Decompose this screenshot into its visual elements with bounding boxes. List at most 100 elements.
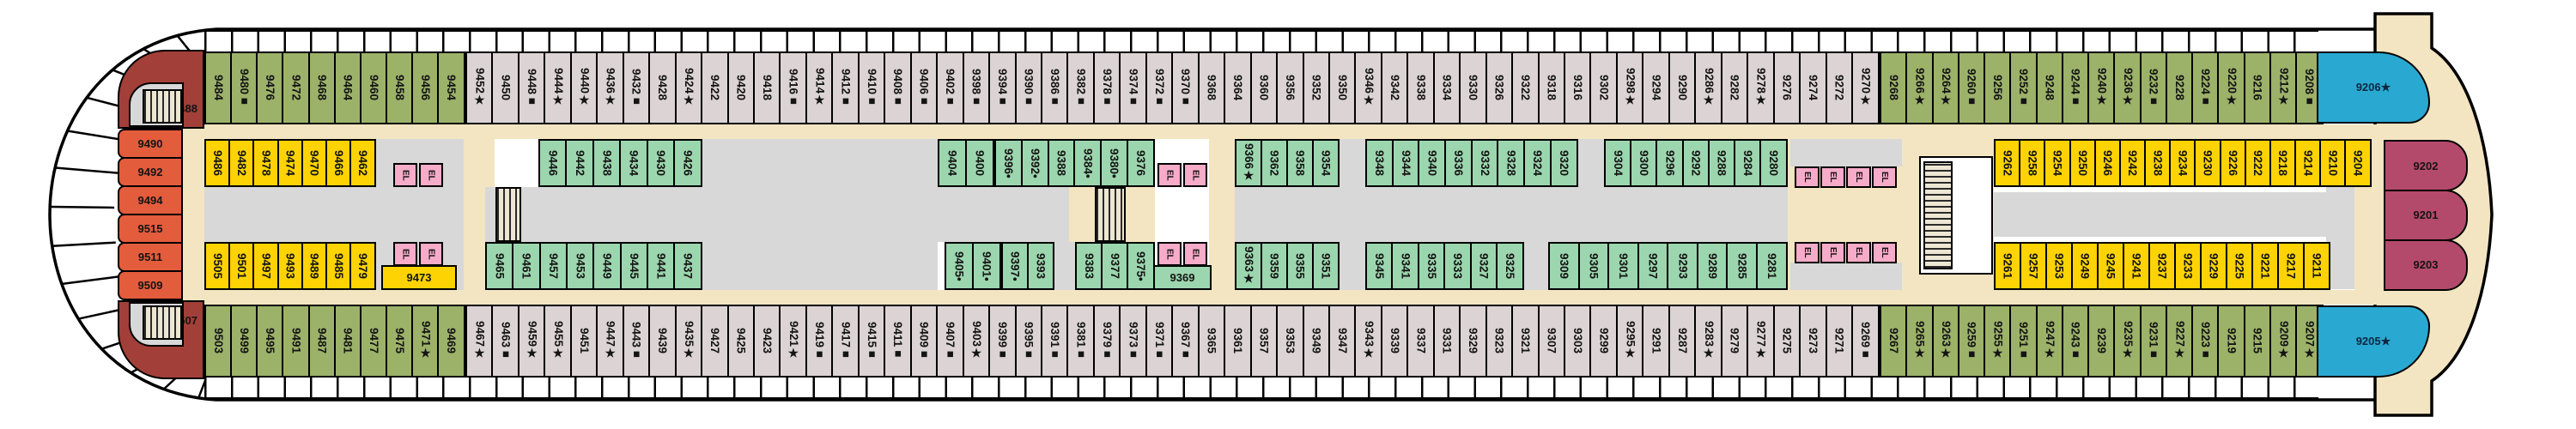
cabin-9393[interactable]: 9393 [1026, 242, 1054, 290]
cabin-9346[interactable]: 9346★ [1354, 51, 1383, 124]
cabin-9401[interactable]: 9401• [971, 242, 1001, 290]
cabin-9428[interactable]: 9428 [648, 51, 677, 124]
cabin-9224[interactable]: 9224■ [2191, 51, 2220, 124]
cabin-9334[interactable]: 9334 [1432, 51, 1461, 124]
cabin-9243[interactable]: 9243■ [2061, 305, 2090, 378]
cabin-9267[interactable]: 9267 [1880, 305, 1908, 378]
cabin-9365[interactable]: 9365 [1197, 305, 1226, 378]
cabin-9274[interactable]: 9274 [1799, 51, 1828, 124]
cabin-9382[interactable]: 9382■ [1066, 51, 1096, 124]
cabin-9288[interactable]: 9288 [1707, 139, 1736, 187]
cabin-9254[interactable]: 9254 [2044, 139, 2072, 187]
cabin-9409[interactable]: 9409■ [909, 305, 939, 378]
cabin-9359[interactable]: 9359 [1260, 242, 1289, 290]
cabin-9353[interactable]: 9353 [1276, 305, 1304, 378]
cabin-9441[interactable]: 9441 [646, 242, 676, 290]
cabin-9341[interactable]: 9341 [1391, 242, 1420, 290]
cabin-9370[interactable]: 9370■ [1171, 51, 1200, 124]
cabin-9400[interactable]: 9400 [964, 139, 994, 187]
cabin-9416[interactable]: 9416■ [779, 51, 808, 124]
cabin-9245[interactable]: 9245 [2096, 242, 2125, 290]
cabin-9367[interactable]: 9367■ [1171, 305, 1200, 378]
cabin-9237[interactable]: 9237 [2148, 242, 2177, 290]
cabin-9368[interactable]: 9368 [1197, 51, 1226, 124]
cabin-9271[interactable]: 9271 [1825, 305, 1854, 378]
cabin-9451[interactable]: 9451 [569, 305, 598, 378]
cabin-9411[interactable]: 9411■ [884, 305, 913, 378]
cabin-9273[interactable]: 9273 [1799, 305, 1828, 378]
cabin-9217[interactable]: 9217 [2276, 242, 2306, 290]
cabin-9511[interactable]: 9511 [118, 241, 183, 273]
cabin-9221[interactable]: 9221 [2251, 242, 2280, 290]
cabin-9344[interactable]: 9344 [1391, 139, 1420, 187]
cabin-9402[interactable]: 9402■ [936, 51, 965, 124]
cabin-9264[interactable]: 9264★ [1931, 51, 1960, 124]
cabin-9342[interactable]: 9342 [1380, 51, 1409, 124]
cabin-9257[interactable]: 9257 [2019, 242, 2048, 290]
cabin-9465[interactable]: 9465 [485, 242, 514, 290]
cabin-9212[interactable]: 9212★ [2269, 51, 2298, 124]
cabin-9299[interactable]: 9299 [1589, 305, 1619, 378]
cabin-9304[interactable]: 9304 [1604, 139, 1632, 187]
cabin-9357[interactable]: 9357 [1249, 305, 1279, 378]
cabin-9259[interactable]: 9259■ [1957, 305, 1986, 378]
cabin-9215[interactable]: 9215 [2243, 305, 2272, 378]
cabin-9450[interactable]: 9450 [491, 51, 520, 124]
cabin-9503[interactable]: 9503 [204, 305, 233, 378]
cabin-9398[interactable]: 9398■ [962, 51, 991, 124]
cabin-9231[interactable]: 9231■ [2139, 305, 2168, 378]
cabin-9458[interactable]: 9458 [386, 51, 414, 124]
cabin-9286[interactable]: 9286★ [1694, 51, 1723, 124]
cabin-9432[interactable]: 9432■ [622, 51, 651, 124]
cabin-9440[interactable]: 9440★ [569, 51, 598, 124]
cabin-9266[interactable]: 9266★ [1905, 51, 1935, 124]
cabin-9234[interactable]: 9234 [2169, 139, 2196, 187]
cabin-9244[interactable]: 9244■ [2061, 51, 2090, 124]
cabin-9300[interactable]: 9300 [1630, 139, 1658, 187]
cabin-9492[interactable]: 9492 [118, 156, 183, 188]
cabin-9324[interactable]: 9324 [1523, 139, 1552, 187]
cabin-9469[interactable]: 9469 [437, 305, 466, 378]
cabin-9435[interactable]: 9435★ [674, 305, 703, 378]
cabin-9240[interactable]: 9240★ [2087, 51, 2116, 124]
cabin-9391[interactable]: 9391■ [1040, 305, 1069, 378]
cabin-9302[interactable]: 9302 [1589, 51, 1619, 124]
cabin-9424[interactable]: 9424★ [674, 51, 703, 124]
cabin-9468[interactable]: 9468 [307, 51, 337, 124]
cabin-9445[interactable]: 9445 [619, 242, 649, 290]
cabin-9238[interactable]: 9238 [2144, 139, 2172, 187]
cabin-9281[interactable]: 9281 [1755, 242, 1788, 290]
cabin-9392[interactable]: 9392• [1020, 139, 1049, 187]
cabin-9335[interactable]: 9335 [1417, 242, 1446, 290]
cabin-9444[interactable]: 9444★ [544, 51, 573, 124]
cabin-9462[interactable]: 9462 [349, 139, 377, 187]
cabin-9260[interactable]: 9260■ [1957, 51, 1986, 124]
cabin-9395[interactable]: 9395■ [1014, 305, 1043, 378]
cabin-9373[interactable]: 9373■ [1119, 305, 1148, 378]
cabin-9354[interactable]: 9354 [1311, 139, 1340, 187]
cabin-9495[interactable]: 9495 [256, 305, 284, 378]
cabin-9457[interactable]: 9457 [538, 242, 568, 290]
cabin-9276[interactable]: 9276 [1772, 51, 1801, 124]
cabin-9434[interactable]: 9434 [619, 139, 649, 187]
cabin-9439[interactable]: 9439 [648, 305, 677, 378]
cabin-9256[interactable]: 9256 [1984, 51, 2012, 124]
cabin-9270[interactable]: 9270★ [1851, 51, 1880, 124]
cabin-9423[interactable]: 9423 [752, 305, 781, 378]
cabin-9388[interactable]: 9388 [1047, 139, 1076, 187]
cabin-9459[interactable]: 9459★ [517, 305, 546, 378]
cabin-9486[interactable]: 9486 [204, 139, 231, 187]
cabin-9282[interactable]: 9282 [1720, 51, 1749, 124]
cabin-9323[interactable]: 9323 [1485, 305, 1514, 378]
cabin-9258[interactable]: 9258 [2019, 139, 2046, 187]
cabin-9460[interactable]: 9460 [359, 51, 388, 124]
cabin-9374[interactable]: 9374■ [1119, 51, 1148, 124]
cabin-9253[interactable]: 9253 [2044, 242, 2074, 290]
cabin-9476[interactable]: 9476 [256, 51, 284, 124]
cabin-9355[interactable]: 9355 [1285, 242, 1315, 290]
cabin-9484[interactable]: 9484 [204, 51, 233, 124]
cabin-9265[interactable]: 9265★ [1905, 305, 1935, 378]
cabin-9481[interactable]: 9481 [333, 305, 362, 378]
cabin-9293[interactable]: 9293 [1667, 242, 1699, 290]
cabin-9255[interactable]: 9255★ [1984, 305, 2012, 378]
